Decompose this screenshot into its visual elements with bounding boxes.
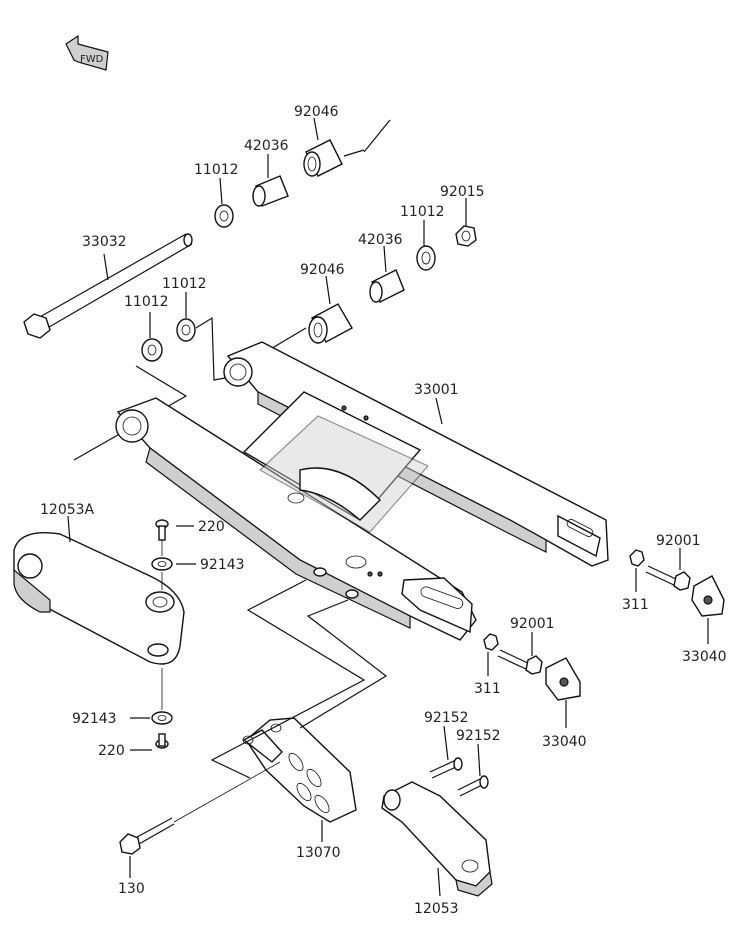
bolt-130 xyxy=(119,817,175,855)
label-33040-mid: 33040 xyxy=(542,734,587,750)
washer-11012-left-b xyxy=(176,318,196,342)
bolt-92001-mid xyxy=(497,649,543,675)
label-92001-right: 92001 xyxy=(656,533,701,549)
label-311-right: 311 xyxy=(622,597,649,613)
label-92143-bottom: 92143 xyxy=(72,711,117,727)
sleeve-42036-mid xyxy=(369,269,405,303)
bolt-92001-right xyxy=(645,565,691,591)
label-92152-b: 92152 xyxy=(456,728,501,744)
label-92152-a: 92152 xyxy=(424,710,469,726)
nut-311-right xyxy=(629,549,645,567)
label-311-mid: 311 xyxy=(474,681,501,697)
label-130: 130 xyxy=(118,881,145,897)
label-13070: 13070 xyxy=(296,845,341,861)
label-11012-left-a: 11012 xyxy=(124,294,169,310)
label-92046-top: 92046 xyxy=(294,104,339,120)
label-12053: 12053 xyxy=(414,901,459,917)
bearing-92046-mid xyxy=(308,303,353,344)
fwd-label: FWD xyxy=(80,54,104,65)
chain-guide-12053 xyxy=(381,781,493,897)
pin-92152-a xyxy=(429,757,463,779)
fwd-arrow-icon: FWD xyxy=(65,34,109,71)
adjuster-33040-mid xyxy=(545,657,581,701)
adjuster-33040-right xyxy=(691,575,725,617)
label-92001-mid: 92001 xyxy=(510,616,555,632)
label-42036-top: 42036 xyxy=(244,138,289,154)
swingarm-33001 xyxy=(115,341,609,641)
chain-guide-bracket-13070 xyxy=(242,717,357,823)
label-33001: 33001 xyxy=(414,382,459,398)
label-12053A: 12053A xyxy=(40,502,95,518)
label-92015: 92015 xyxy=(440,184,485,200)
bearing-92046-top xyxy=(303,139,343,177)
sleeve-42036-top xyxy=(252,175,289,207)
label-11012-left-b: 11012 xyxy=(162,276,207,292)
label-11012-top: 11012 xyxy=(194,162,239,178)
label-220-bottom: 220 xyxy=(98,743,125,759)
washer-11012-mid xyxy=(416,245,436,271)
label-11012-mid: 11012 xyxy=(400,204,445,220)
screw-220-bottom xyxy=(155,733,169,749)
pivot-axle-33032 xyxy=(23,233,193,339)
washer-11012-left-a xyxy=(141,338,163,362)
label-33032: 33032 xyxy=(82,234,127,250)
washer-11012-top xyxy=(214,204,234,228)
washer-92143-bottom xyxy=(151,711,173,725)
label-33040-right: 33040 xyxy=(682,649,727,665)
nut-311-mid xyxy=(483,633,499,651)
label-42036-mid: 42036 xyxy=(358,232,403,248)
label-92143-top: 92143 xyxy=(200,557,245,573)
label-92046-mid: 92046 xyxy=(300,262,345,278)
pin-92152-b xyxy=(457,775,489,797)
washer-92143-top xyxy=(151,557,173,571)
label-220-top: 220 xyxy=(198,519,225,535)
chain-slider-12053A xyxy=(13,532,185,665)
screw-220-top xyxy=(155,519,169,541)
nut-92015 xyxy=(455,225,477,247)
